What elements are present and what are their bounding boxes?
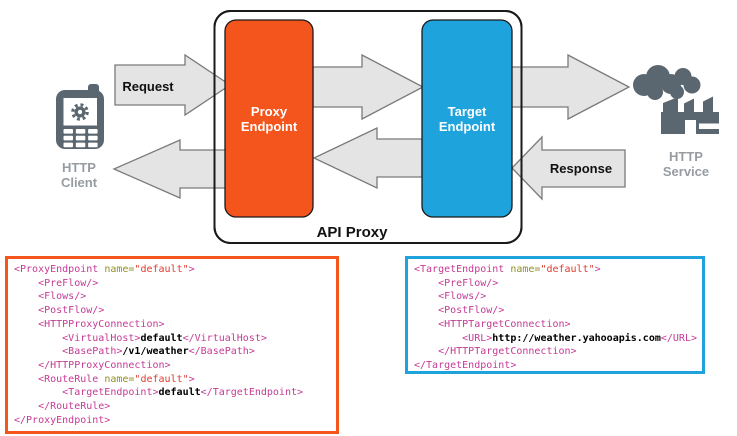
http-client-label-line2: Client	[61, 175, 98, 190]
request-label: Request	[122, 79, 174, 94]
code-line: <PostFlow/>	[414, 305, 505, 317]
code-line: <HTTPTargetConnection>	[414, 318, 571, 330]
proxy-endpoint-label-line2: Endpoint	[241, 119, 298, 134]
http-service-label-line2: Service	[663, 164, 709, 179]
target-endpoint-label-line1: Target	[448, 104, 487, 119]
phone-keypad	[63, 129, 98, 148]
api-proxy-label: API Proxy	[317, 224, 389, 241]
target-endpoint-code-block: <TargetEndpoint name="default"> <PreFlow…	[405, 256, 705, 374]
http-client-label-line1: HTTP	[62, 160, 96, 175]
target-endpoint-label-line2: Endpoint	[439, 119, 496, 134]
code-line: <URL>http://weather.yahooapis.com</URL>	[414, 332, 697, 344]
code-line: </HTTPTargetConnection>	[414, 346, 577, 358]
http-client-icon	[56, 84, 104, 149]
target-to-service-arrow	[510, 53, 631, 121]
code-line: <TargetEndpoint>default</TargetEndpoint>	[14, 387, 304, 399]
proxy-endpoint-code-block: <ProxyEndpoint name="default"> <PreFlow/…	[5, 256, 339, 434]
http-service-label: HTTP Service	[663, 149, 709, 179]
proxy-endpoint-label-line1: Proxy	[251, 104, 288, 119]
code-line: <PostFlow/>	[14, 305, 105, 317]
code-line: </HTTPProxyConnection>	[14, 359, 171, 371]
code-line: </RouteRule>	[14, 401, 111, 413]
target-to-proxy-arrow	[312, 126, 423, 190]
response-arrow	[511, 135, 626, 201]
http-service-label-line1: HTTP	[669, 149, 703, 164]
code-line: <TargetEndpoint name="default">	[414, 264, 601, 275]
factory-slot	[699, 123, 719, 129]
code-line: <ProxyEndpoint name="default">	[14, 264, 195, 275]
return-to-client-arrow	[112, 139, 228, 199]
response-label: Response	[550, 161, 612, 176]
code-line: <HTTPProxyConnection>	[14, 318, 165, 330]
gear-hole	[77, 109, 83, 115]
proxy-endpoint-box	[224, 19, 314, 218]
code-line: </ProxyEndpoint>	[14, 414, 111, 426]
proxy-to-target-arrow	[312, 53, 425, 121]
code-line: <PreFlow/>	[14, 277, 99, 289]
code-line: <BasePath>/v1/weather</BasePath>	[14, 346, 255, 358]
code-line: <Flows/>	[14, 291, 87, 303]
flow-diagram: Proxy Endpoint Target Endpoint Request R…	[56, 10, 719, 244]
gear-teeth	[71, 103, 89, 121]
target-endpoint-box	[421, 19, 513, 218]
code-line: <PreFlow/>	[414, 277, 499, 289]
code-line: </TargetEndpoint>	[414, 359, 517, 371]
code-line: <Flows/>	[414, 291, 487, 303]
request-arrow	[114, 53, 232, 117]
code-line: <RouteRule name="default">	[14, 373, 195, 385]
http-client-label: HTTP Client	[61, 160, 98, 190]
cloud-icon	[633, 65, 701, 100]
code-line: <VirtualHost>default</VirtualHost>	[14, 332, 267, 344]
factory-door	[685, 120, 696, 134]
http-service-icon	[633, 65, 719, 134]
api-proxy-border	[213, 10, 523, 244]
